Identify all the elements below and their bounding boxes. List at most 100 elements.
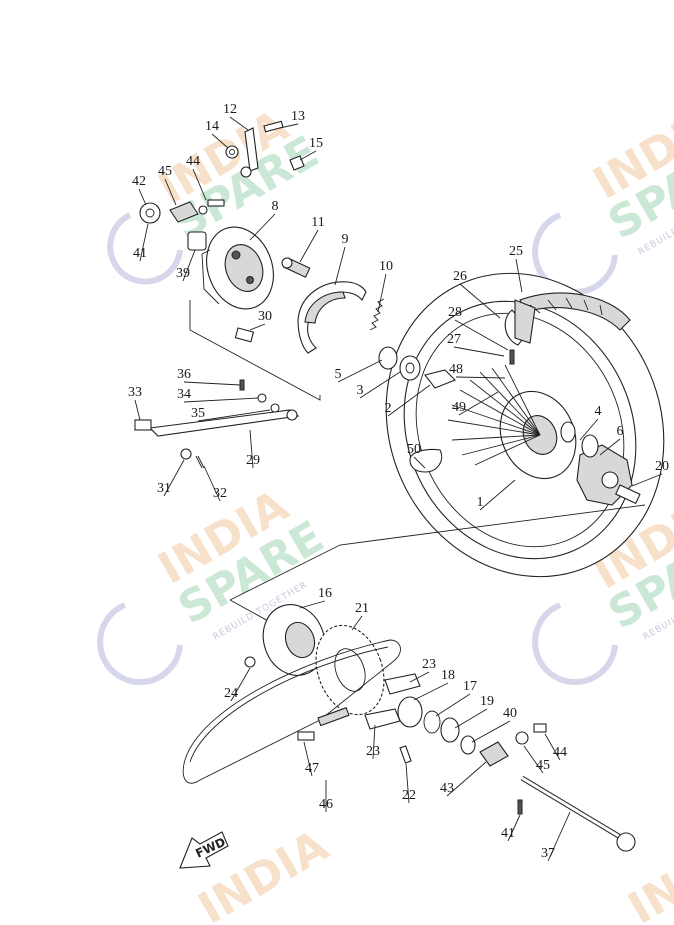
part-number-label: 45 [536, 758, 550, 773]
adjuster-43 [479, 741, 509, 767]
watermark-bottom: INDIA INDIA [190, 820, 674, 925]
leader-line [230, 667, 251, 702]
leader-line [337, 359, 383, 383]
cotter-pin-32 [195, 455, 205, 469]
leader-line [453, 346, 505, 357]
part-number-label: 15 [309, 136, 323, 151]
leader-line [134, 399, 141, 421]
svg-text:INDIA: INDIA [190, 820, 337, 925]
part-number-label: 6 [617, 424, 624, 439]
bolt-33 [134, 419, 152, 431]
part-number-label: 19 [480, 694, 494, 709]
leader-line [229, 116, 249, 131]
leader-line [164, 178, 177, 206]
part-number-label: 13 [291, 109, 305, 124]
collar-39 [187, 231, 207, 251]
part-number-label: 11 [311, 215, 324, 230]
leader-line [579, 418, 599, 441]
part-number-label: 30 [258, 309, 272, 324]
part-number-label: 16 [318, 586, 332, 601]
leader-line [192, 168, 207, 201]
part-number-label: 20 [655, 459, 669, 474]
leader-line [631, 473, 663, 487]
leader-line [405, 763, 410, 804]
leader-line [471, 720, 511, 743]
tube-26 [504, 299, 536, 346]
washer-44 [198, 199, 225, 215]
bolt-30 [234, 327, 255, 343]
leader-line [359, 371, 401, 399]
leader-line [515, 258, 523, 293]
nut-14 [225, 145, 239, 159]
leader-line [372, 724, 376, 760]
part-number-label: 41 [133, 246, 147, 261]
collar-40 [460, 735, 476, 755]
part-number-label: 44 [553, 745, 567, 760]
leader-line [454, 708, 488, 729]
part-number-label: 28 [448, 305, 462, 320]
part-number-label: 18 [441, 668, 455, 683]
valve-27-28 [509, 349, 515, 365]
circlip-17 [423, 710, 441, 734]
part-number-label: 1 [477, 495, 484, 510]
leader-line [203, 465, 221, 502]
leader-line [334, 246, 346, 286]
leader-line [458, 391, 499, 416]
part-number-label: 49 [452, 400, 466, 415]
part-number-label: 27 [447, 332, 461, 347]
part-number-label: 21 [355, 601, 369, 616]
part-number-label: 5 [335, 367, 342, 382]
part-number-label: 12 [223, 102, 237, 117]
leader-line [413, 456, 426, 469]
sprocket-hub-16 [262, 604, 326, 676]
part-number-label: 3 [357, 383, 364, 398]
leader-line [249, 213, 276, 241]
leader-lines [134, 116, 663, 862]
part-number-label: 46 [319, 797, 333, 812]
part-number-label: 31 [157, 481, 171, 496]
leader-line [455, 376, 506, 379]
part-number-label: 24 [224, 686, 238, 701]
part-number-label: 14 [205, 119, 219, 134]
part-number-label: 17 [463, 679, 477, 694]
leader-line [547, 811, 571, 862]
part-number-label: 43 [440, 781, 454, 796]
part-number-label: 23 [422, 657, 436, 672]
part-number-label: 47 [305, 761, 319, 776]
leader-line [299, 229, 319, 263]
part-number-label: 41 [501, 826, 515, 841]
wheel-hub [447, 364, 577, 480]
master-link-47 [297, 731, 315, 741]
leader-line [435, 693, 471, 717]
leader-line [183, 397, 259, 403]
part-number-label: 48 [449, 362, 463, 377]
camshaft-11 [281, 257, 311, 278]
leader-line [303, 741, 313, 777]
leader-line [299, 150, 317, 161]
seal-5 [378, 346, 398, 370]
leader-line [139, 223, 149, 262]
washer-35 [270, 403, 280, 413]
part-number-label: 4 [595, 404, 602, 419]
leader-line [454, 319, 509, 351]
bolt-44-right [533, 723, 547, 733]
leader-line [523, 745, 544, 774]
leader-line [507, 814, 521, 842]
part-number-label: 8 [272, 199, 279, 214]
axle-37 [520, 775, 636, 852]
leader-line [409, 671, 430, 683]
nut-24 [244, 656, 256, 668]
nut-31 [180, 448, 192, 460]
part-number-label: 25 [509, 244, 523, 259]
part-number-label: 23 [366, 744, 380, 759]
leader-line [138, 188, 147, 206]
frame-outline-upper [189, 300, 321, 401]
nut-45-right [515, 731, 529, 745]
chain-46 [182, 639, 401, 784]
bearing-18 [397, 696, 423, 728]
part-number-label: 45 [158, 164, 172, 179]
part-number-label: 39 [176, 266, 190, 281]
bolt-13 [263, 120, 284, 133]
